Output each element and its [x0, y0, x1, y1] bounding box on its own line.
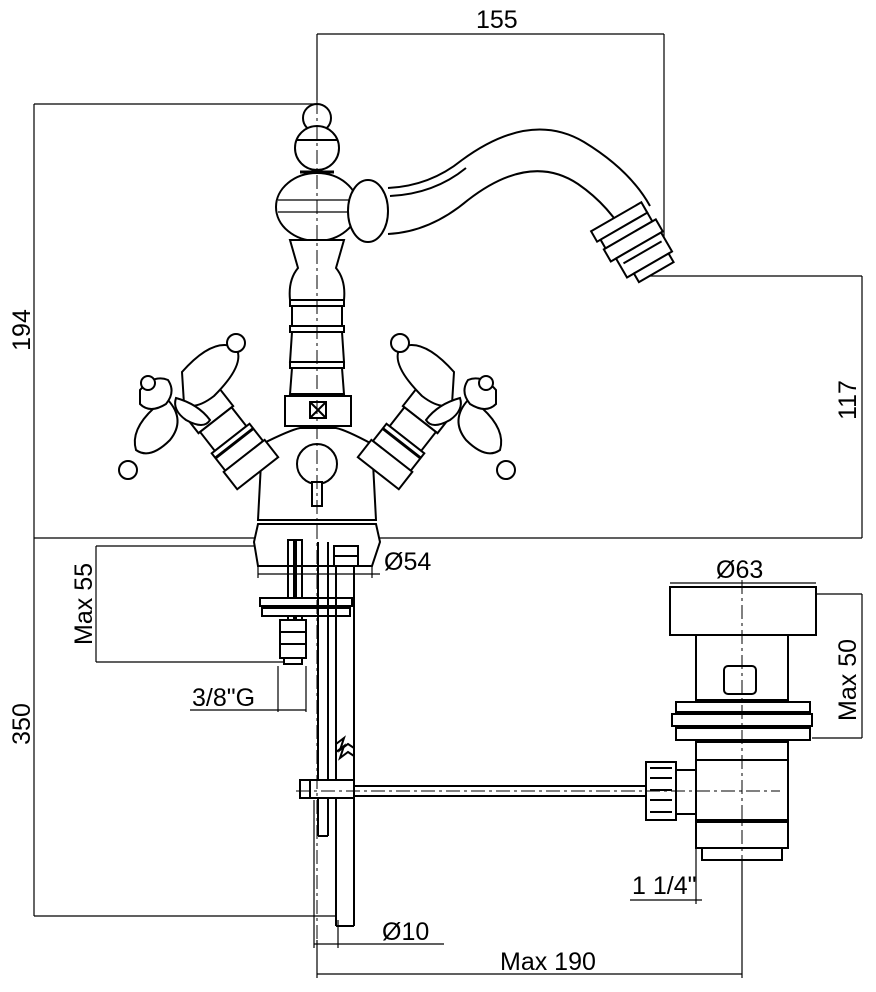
- dim-below-length: 350: [8, 703, 36, 745]
- dim-spout-height: 117: [834, 380, 862, 420]
- dim-spout-reach: 155: [476, 6, 518, 34]
- dim-waste-diameter: Ø63: [716, 556, 763, 584]
- dim-waste-thread: 1 1/4": [632, 872, 696, 900]
- spout: [347, 128, 675, 284]
- right-handle: [356, 333, 516, 491]
- under-basin-fixings: [259, 539, 359, 927]
- dim-max-190: Max 190: [500, 948, 596, 976]
- dim-base-diameter: Ø54: [384, 548, 431, 576]
- dim-pipe-thread: 3/8"G: [192, 684, 255, 712]
- dim-total-height: 194: [8, 309, 36, 351]
- dim-rod-diameter: Ø10: [382, 918, 429, 946]
- centre-lines: [296, 100, 780, 940]
- waste-assembly: [669, 586, 817, 861]
- dim-max-55: Max 55: [70, 563, 98, 645]
- dim-max-50: Max 50: [834, 639, 862, 721]
- dimension-labels: 155 194 117 Ø54 Max 55 3/8"G 350 Ø63 Max…: [8, 6, 862, 976]
- left-handle: [118, 333, 280, 491]
